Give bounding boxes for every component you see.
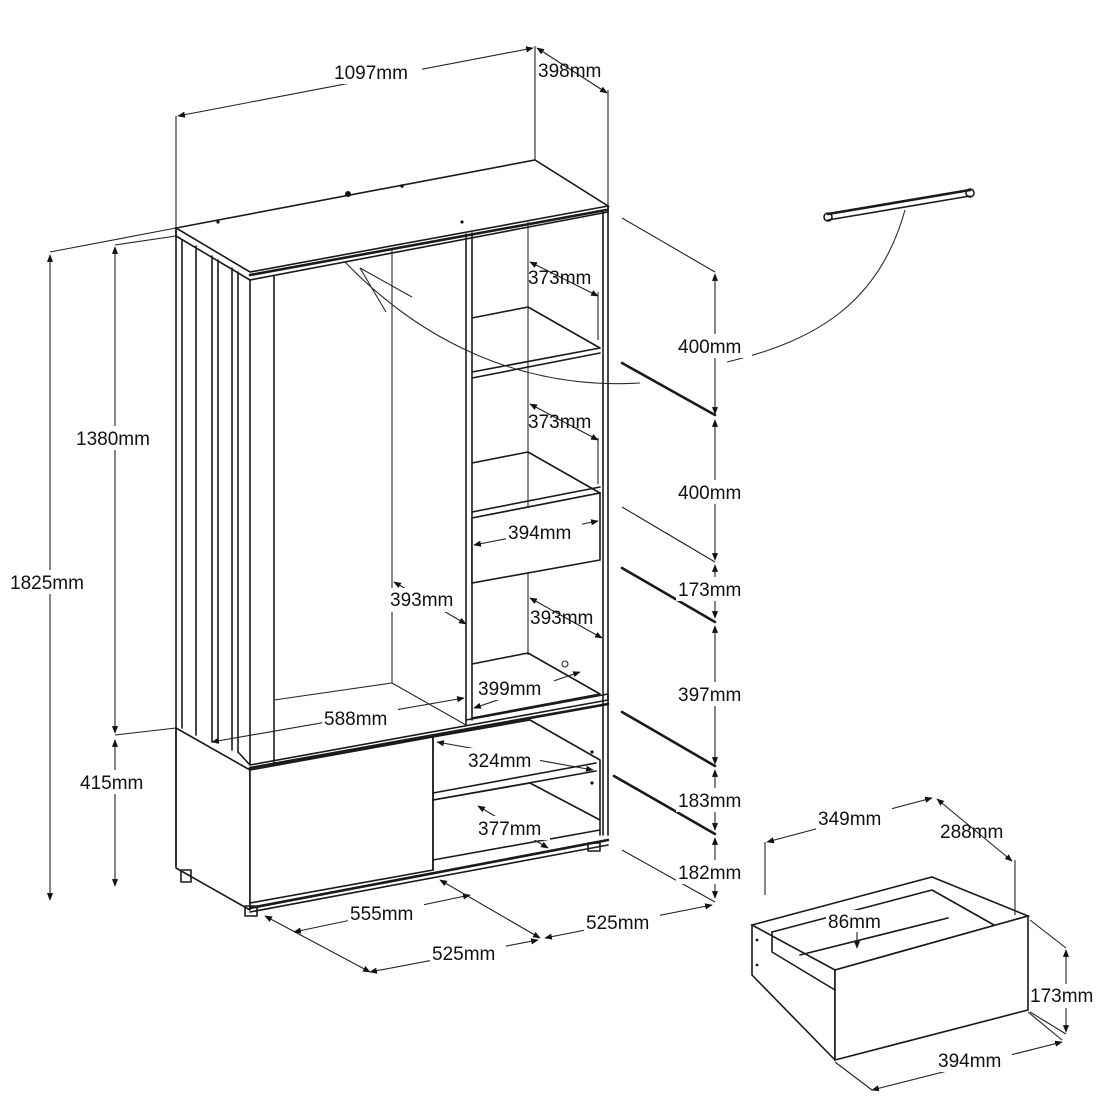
label-section-2: 400mm <box>678 483 741 504</box>
label-shelf-width-2: 373mm <box>528 412 591 433</box>
label-drawer-inner-width: 349mm <box>818 809 881 830</box>
label-section-1: 400mm <box>678 337 741 358</box>
label-shelf-width-1: 373mm <box>528 268 591 289</box>
label-shelf-depth: 399mm <box>478 679 541 700</box>
label-section-6: 182mm <box>678 863 741 884</box>
label-depth: 398mm <box>538 61 601 82</box>
dimension-lines <box>46 46 719 974</box>
rail-insert-arrow <box>344 261 641 385</box>
label-left-inner-width: 588mm <box>324 709 387 730</box>
rail-leader <box>726 209 906 363</box>
label-drawer-width: 394mm <box>508 523 571 544</box>
label-total-height: 1825mm <box>10 573 84 594</box>
label-shelf-width-3: 393mm <box>530 608 593 629</box>
label-base-height: 415mm <box>80 773 143 794</box>
label-drawer-inner-height: 86mm <box>828 912 881 933</box>
drawer-detail <box>749 796 1070 1092</box>
drawer-front <box>834 914 1029 1062</box>
label-foot-span-front: 525mm <box>432 944 495 965</box>
dimension-labels: 1097mm 398mm 1825mm 1380mm 415mm 373mm 3… <box>8 60 1100 1072</box>
label-base-shelf-1: 324mm <box>468 751 531 772</box>
wardrobe-body <box>173 159 611 917</box>
label-left-inner-height: 393mm <box>390 590 453 611</box>
label-drawer-height: 173mm <box>1030 986 1093 1007</box>
label-base-shelf-2: 377mm <box>478 819 541 840</box>
hanging-rail <box>344 188 975 385</box>
label-door-width: 555mm <box>350 904 413 925</box>
label-upper-height: 1380mm <box>76 429 150 450</box>
label-width: 1097mm <box>334 63 408 84</box>
label-drawer-front-width: 394mm <box>938 1051 1001 1072</box>
label-drawer-depth: 288mm <box>940 822 1003 843</box>
label-section-3: 173mm <box>678 580 741 601</box>
label-foot-span-side: 525mm <box>586 913 649 934</box>
label-section-5: 183mm <box>678 791 741 812</box>
label-section-4: 397mm <box>678 685 741 706</box>
